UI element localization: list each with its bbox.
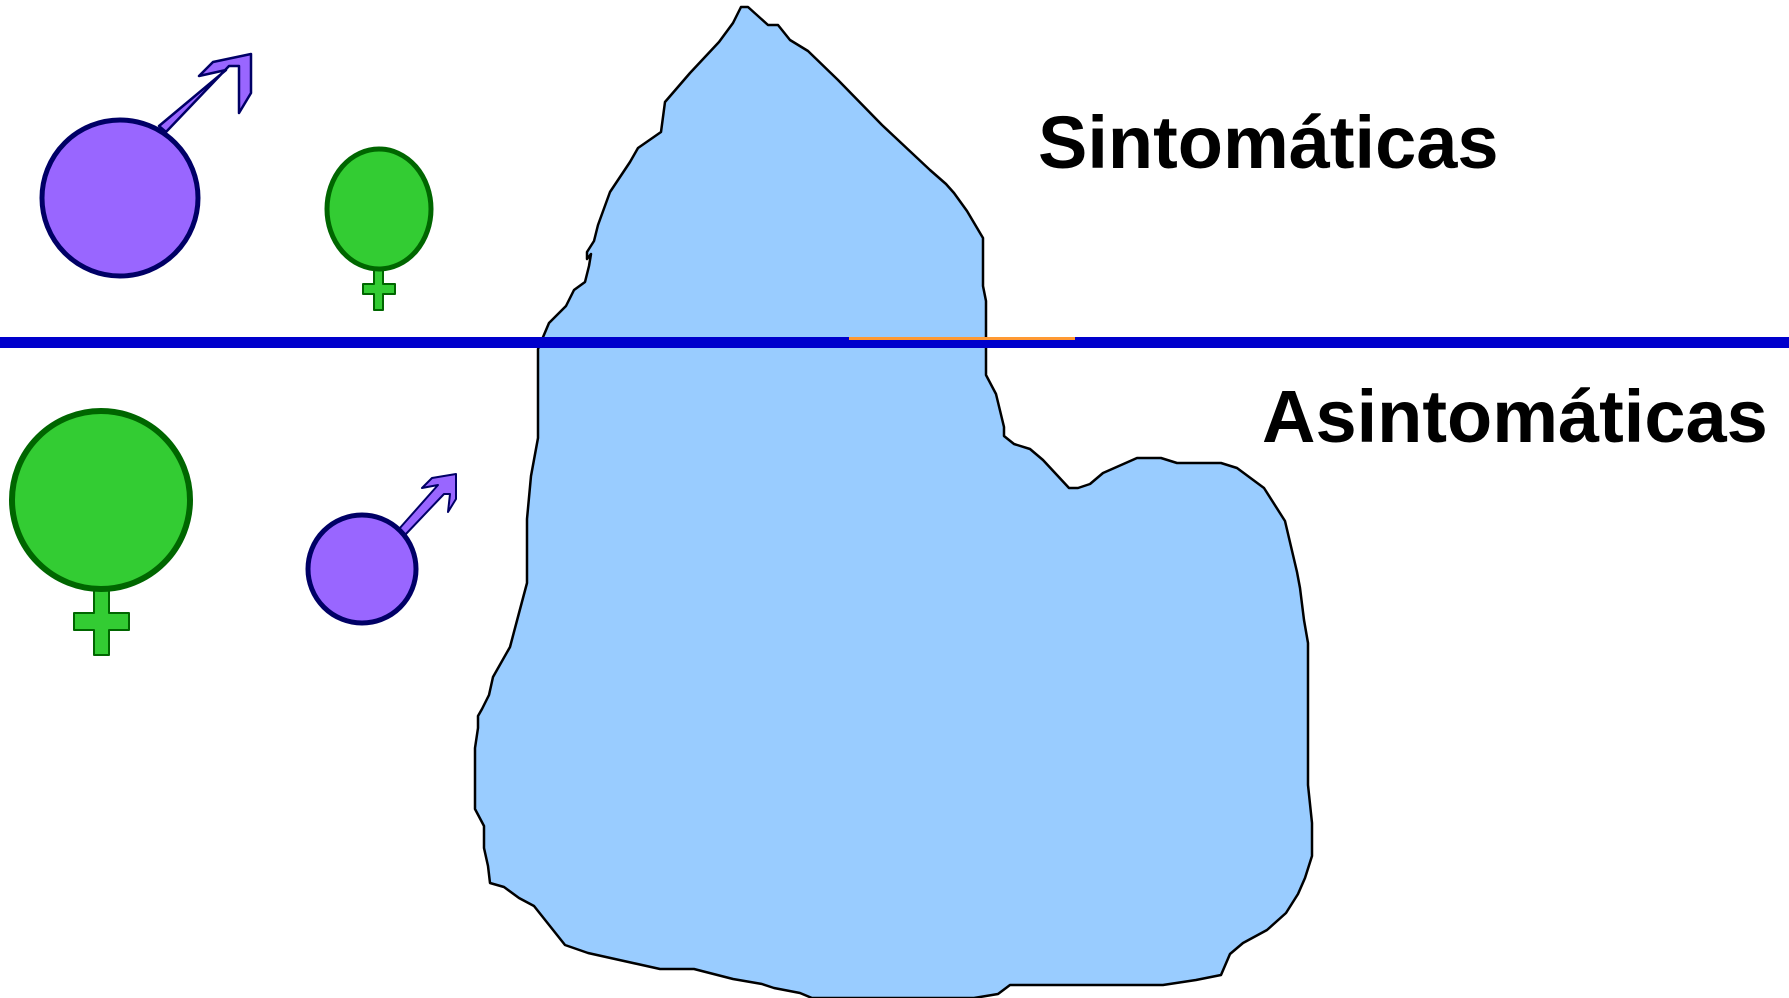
male-symbol-arrow	[159, 54, 251, 132]
male-symbol-circle	[42, 120, 198, 276]
female-symbol-cross	[363, 268, 395, 310]
male-symbol-circle	[308, 515, 416, 623]
symptomatic-label: Sintomáticas	[1038, 106, 1499, 180]
male-symbol-icon	[308, 474, 456, 623]
male-symbol-arrow	[399, 474, 456, 535]
waterline-highlight	[849, 337, 1075, 340]
male-symbol-icon	[42, 54, 251, 276]
female-symbol-icon	[327, 149, 431, 310]
female-symbol-circle	[12, 411, 190, 589]
female-symbol-icon	[12, 411, 190, 655]
asymptomatic-label: Asintomáticas	[1262, 380, 1768, 454]
female-symbol-circle	[327, 149, 431, 269]
female-symbol-cross	[74, 588, 129, 655]
